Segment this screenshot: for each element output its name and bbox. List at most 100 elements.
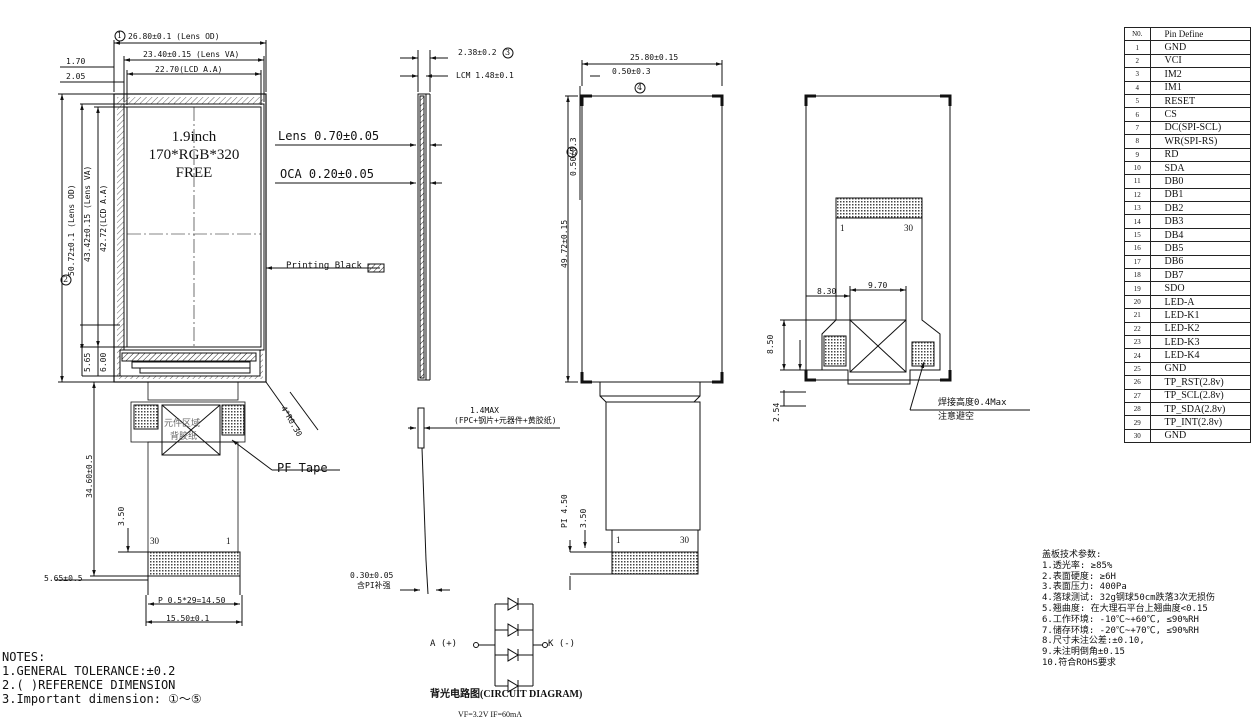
- rear-pin-1: 1: [840, 223, 845, 233]
- pi-reinforcement-label: 含PI补强: [357, 581, 391, 590]
- printing-black-label: Printing Black: [286, 261, 362, 271]
- pin-define: DB7: [1149, 268, 1251, 283]
- circuit-title: 背光电路图(CIRCUIT DIAGRAM): [430, 689, 583, 700]
- pin-define: DB1: [1149, 187, 1251, 203]
- dim-3-50-front: 3.50: [117, 506, 126, 526]
- pin-number: 4: [1124, 80, 1151, 95]
- pin-number: 8: [1124, 134, 1151, 149]
- dim-3-50-back: 3.50: [579, 508, 588, 528]
- pin-define: CS: [1149, 107, 1251, 122]
- oca-thickness-label: OCA 0.20±0.05: [280, 167, 374, 181]
- pin-define: LED-K4: [1149, 348, 1251, 363]
- pin-define-header: Pin Define: [1149, 26, 1251, 42]
- pin-define: LED-A: [1149, 294, 1251, 310]
- pin-define: DB0: [1149, 174, 1251, 189]
- pin-define: DB3: [1149, 214, 1251, 229]
- pin-number: 9: [1124, 147, 1151, 162]
- pin-define: TP_SDA(2.8v): [1149, 401, 1251, 417]
- adhesive-paper-label: 背胶纸: [170, 431, 198, 441]
- back-pin-30: 30: [680, 535, 689, 545]
- cathode-label: K (-): [548, 639, 576, 649]
- max-thickness-label: 1.4MAX: [470, 406, 499, 415]
- fpc-length-label: 34.60±0.5: [85, 454, 94, 498]
- circuit-specs: VF=3.2V IF=60mA: [458, 710, 522, 719]
- pin-define: TP_SCL(2.8v): [1149, 388, 1251, 403]
- pin-number: 22: [1124, 321, 1151, 336]
- pin-define: SDO: [1149, 281, 1251, 296]
- pin-number: 11: [1124, 174, 1151, 189]
- lcd-aa-vertical: 42.72(LCD A.A): [99, 184, 108, 252]
- note-3: 3.Important dimension: ①～⑤: [2, 692, 202, 706]
- dim-5-65: 5.65: [83, 352, 92, 372]
- pin-number: 28: [1124, 401, 1151, 417]
- marker-5: 5: [569, 147, 575, 156]
- pin-number: 20: [1124, 294, 1151, 310]
- dim-2-05: 2.05: [66, 72, 86, 81]
- pin-define: SDA: [1149, 160, 1251, 176]
- pi-thickness-label: 0.30±0.05: [350, 571, 394, 580]
- pin-define: LED-K1: [1149, 308, 1251, 323]
- pin-number: 16: [1124, 241, 1151, 256]
- screen-free-label: FREE: [175, 165, 213, 181]
- lens-va-label: 23.40±0.15 (Lens VA): [143, 50, 240, 59]
- lens-od-vertical: 50.72±0.1 (Lens OD): [67, 184, 76, 276]
- pin-number-header: N0.: [1124, 26, 1151, 42]
- pin-define: GND: [1149, 40, 1251, 55]
- pin-number: 23: [1124, 334, 1151, 350]
- cover-param-item: 4.落球测试: 32g钢球50cm跌落3次无损伤: [1042, 593, 1216, 604]
- marker-4: 4: [637, 83, 643, 92]
- circuit-diagram: [473, 597, 548, 693]
- pin-number: 26: [1124, 375, 1151, 390]
- pin-number: 15: [1124, 227, 1151, 243]
- max-thickness-detail: (FPC+钢片+元器件+黄胶纸): [454, 416, 557, 425]
- marker-3: 3: [505, 48, 511, 57]
- back-view: [565, 60, 724, 590]
- pitch-label: P 0.5*29=14.50: [158, 596, 226, 605]
- notes-block: NOTES: 1.GENERAL TOLERANCE:±0.2 2.( )REF…: [2, 651, 202, 707]
- back-width-label: 25.80±0.15: [630, 53, 679, 62]
- notes-title: NOTES:: [2, 650, 46, 664]
- pin-number: 18: [1124, 268, 1151, 283]
- front-view: [55, 30, 385, 626]
- cover-param-item: 5.翘曲度: 在大理石平台上翘曲度<0.15: [1042, 603, 1208, 614]
- cover-param-item: 6.工作环境: -10℃~+60℃, ≤90%RH: [1042, 614, 1199, 625]
- pin-table-header: N0. Pin Define: [1124, 26, 1251, 42]
- led-3: [495, 648, 533, 662]
- screen-resolution-label: 170*RGB*320: [148, 147, 240, 163]
- pin-number: 13: [1124, 201, 1151, 216]
- pin-define: DB2: [1149, 201, 1251, 216]
- cover-param-item: 1.透光率: ≥85%: [1042, 560, 1113, 571]
- lcd-aa-label: 22.70(LCD A.A): [155, 65, 223, 74]
- dim-5-65-tolerance: 5.65±0.5: [44, 574, 83, 583]
- pin-define: DB5: [1149, 241, 1251, 256]
- pin-number: 7: [1124, 120, 1151, 136]
- screen-size-label: 1.9inch: [171, 129, 217, 145]
- cover-param-item: 3.表面压力: 400Pa: [1042, 582, 1127, 593]
- pin-define: LED-K2: [1149, 321, 1251, 336]
- cover-params-block: 盖板技术参数: 1.透光率: ≥85% 2.表面硬度: ≥6H 3.表面压力: …: [1042, 550, 1215, 669]
- pin-define: DC(SPI-SCL): [1149, 120, 1251, 136]
- lens-va-vertical: 43.42±0.15 (Lens VA): [83, 165, 92, 262]
- pin-define: IM1: [1149, 80, 1251, 95]
- pin-number: 27: [1124, 388, 1151, 403]
- cover-param-item: 10.符合ROHS要求: [1042, 657, 1116, 668]
